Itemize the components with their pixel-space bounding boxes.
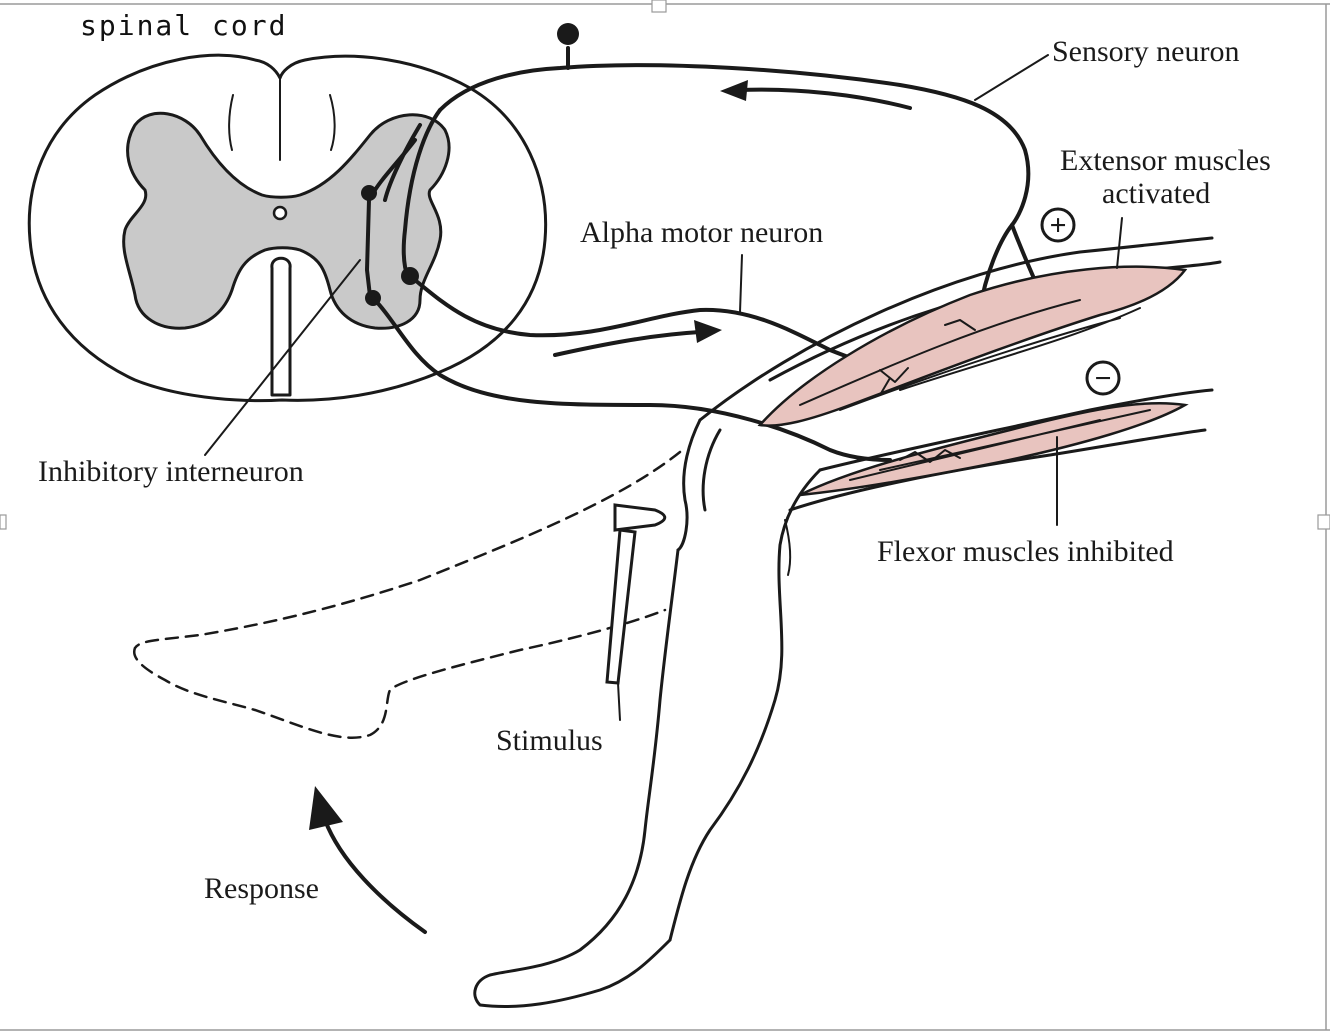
minus-marker: − xyxy=(1085,360,1121,396)
minus-circle-icon xyxy=(1085,360,1121,396)
spinal-cord-cross-section xyxy=(27,53,548,403)
extensor-label-line2: activated xyxy=(1102,177,1210,210)
response-arrowhead xyxy=(309,786,343,830)
gray-matter xyxy=(122,111,451,330)
patellar-tendon xyxy=(701,428,722,512)
lower-leg xyxy=(473,418,822,1008)
extensor-label-line1: Extensor muscles xyxy=(1060,144,1271,177)
motor-arrowhead xyxy=(694,320,722,343)
motor-direction-arrow xyxy=(553,330,702,357)
dorsal-root-line-left xyxy=(228,94,234,151)
alpha-motor-neuron-fiber xyxy=(408,274,902,374)
inhibitory-interneuron-label: Inhibitory interneuron xyxy=(38,455,304,488)
dashed-foot-outline xyxy=(133,608,667,739)
interneuron-leader xyxy=(204,259,361,456)
leader-lines xyxy=(204,54,1123,526)
sensory-neuron-fiber xyxy=(438,63,1031,312)
central-canal xyxy=(272,205,288,221)
knee-front-outline xyxy=(676,418,702,552)
extensor-fibers xyxy=(799,299,1141,411)
sensory-branch xyxy=(383,123,422,202)
sensory-collateral xyxy=(401,108,442,280)
response-arrow-icon xyxy=(309,786,427,934)
labels: spinal cord Sensory neuron Extensor musc… xyxy=(38,9,1271,905)
flexor-motor-endplates xyxy=(899,449,961,463)
sensory-neuron-label: Sensory neuron xyxy=(1052,35,1239,68)
dorsal-root-ganglion xyxy=(557,23,579,45)
response-arrow-shaft xyxy=(323,818,427,934)
shin-outline xyxy=(473,548,680,1008)
anterior-median-fissure xyxy=(270,256,292,397)
sensory-direction-arrow xyxy=(738,87,912,110)
minus-sign: − xyxy=(1094,362,1111,395)
flexor-muscles-label: Flexor muscles inhibited xyxy=(877,535,1174,568)
response-leg-position xyxy=(133,450,682,739)
thigh xyxy=(698,236,1222,512)
extensor-muscle xyxy=(757,265,1188,427)
sensory-arrowhead xyxy=(720,80,748,101)
plus-marker: + xyxy=(1040,207,1076,243)
alpha-motor-neuron-label: Alpha motor neuron xyxy=(580,216,823,249)
calf-outline xyxy=(668,468,822,942)
sensory-neuron xyxy=(438,23,1052,320)
motor-neurons xyxy=(371,274,902,462)
dashed-upper-outline xyxy=(133,450,682,650)
sensory-leader xyxy=(974,54,1049,101)
dorsal-root-line-right xyxy=(329,94,336,151)
interneuron-soma-1 xyxy=(361,185,377,201)
extensor-motor-endplates xyxy=(879,319,976,396)
flexor-motor-fiber xyxy=(371,296,892,462)
alpha-motor-leader xyxy=(739,254,743,313)
stimulus-label: Stimulus xyxy=(496,724,603,757)
spinal-cord-label: spinal cord xyxy=(80,9,287,42)
thigh-upper-outline xyxy=(698,236,1214,422)
calf-hatching xyxy=(784,519,792,576)
plus-sign: + xyxy=(1049,209,1066,242)
extensor-leader xyxy=(1116,217,1123,269)
flexor-muscle xyxy=(799,401,1189,497)
response-label: Response xyxy=(204,872,319,905)
spinal-cord-outline xyxy=(27,53,548,403)
hammer-handle xyxy=(605,528,637,685)
hammer-head xyxy=(613,503,667,532)
plus-circle-icon xyxy=(1040,207,1076,243)
flexor-fibers xyxy=(849,409,1151,481)
reflex-hammer-icon xyxy=(605,503,667,721)
stimulus-pointer-line xyxy=(617,682,621,721)
thigh-lower-inner-line xyxy=(788,428,1207,512)
inhibitory-interneuron-axon xyxy=(365,198,372,298)
